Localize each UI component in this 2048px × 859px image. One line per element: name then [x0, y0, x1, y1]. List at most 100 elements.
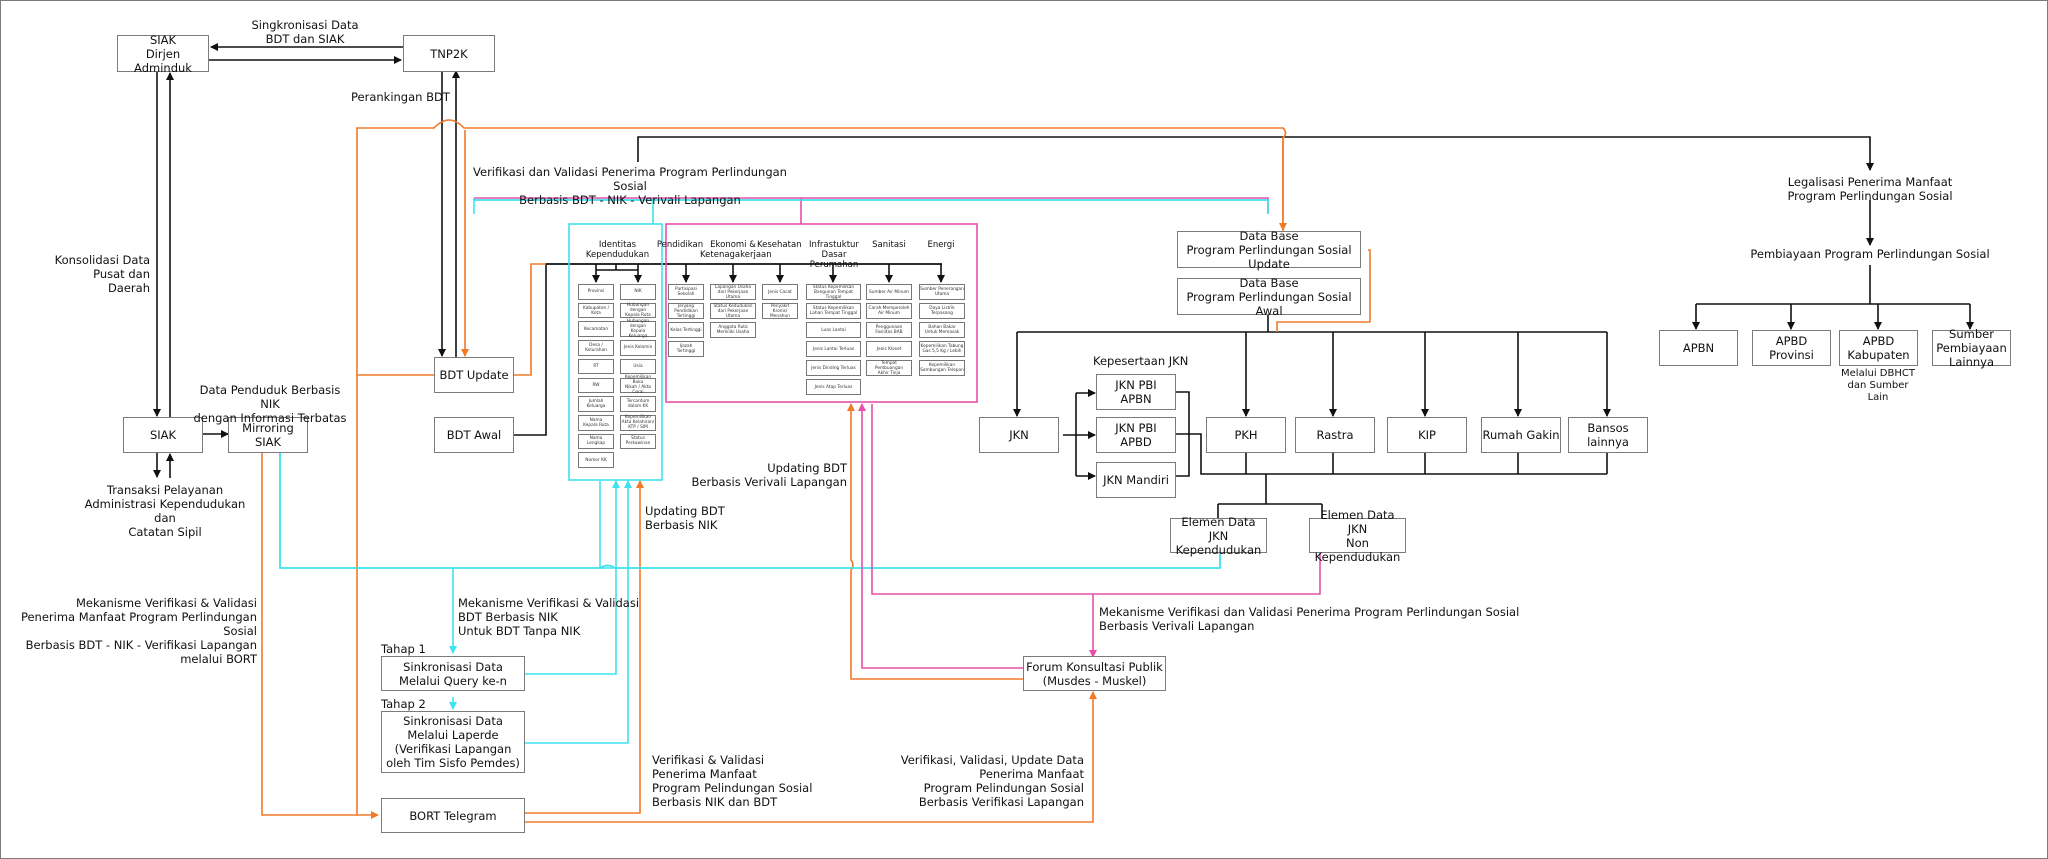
label-verval-nik-bdt: Verifikasi & Validasi Penerima Manfaat P… — [652, 753, 813, 809]
category-pendidikan: Pendidikan — [656, 240, 704, 250]
node-pkh[interactable]: PKH — [1206, 417, 1286, 453]
attribute-ekonomi: Anggota Ruta Memiliki Usaha — [710, 322, 756, 338]
node-jkn[interactable]: JKN — [979, 417, 1059, 453]
node-bdt-update[interactable]: BDT Update — [434, 357, 514, 393]
attribute-infrastruktur: Jenis Lantai Terluas — [806, 341, 861, 357]
node-tnp2k[interactable]: TNP2K — [403, 35, 495, 72]
label-updating-nik: Updating BDT Berbasis NIK — [645, 504, 725, 532]
attribute-identitas-a: RW — [578, 377, 614, 394]
attribute-infrastruktur: Status Kepemilikan Lahan Tempat Tinggal — [806, 303, 861, 319]
arrow-bort-to-forum — [524, 691, 1097, 823]
label-verval-update: Verifikasi, Validasi, Update Data Peneri… — [900, 753, 1084, 809]
node-apbn[interactable]: APBN — [1659, 330, 1738, 366]
line-to-elemen — [1217, 474, 1323, 518]
attribute-identitas-a: RT — [578, 358, 614, 375]
orange-loop-top — [356, 119, 1287, 375]
attribute-identitas-a: Provinsi — [578, 284, 614, 300]
arrow-sinkron1-to-identitas — [524, 480, 620, 675]
node-db-awal[interactable]: Data Base Program Perlindungan Sosial Aw… — [1177, 276, 1361, 318]
line-db-update-loop — [1276, 249, 1371, 332]
node-db-update[interactable]: Data Base Program Perlindungan Sosial Up… — [1177, 229, 1361, 271]
attribute-identitas-a: Nomor KK — [578, 452, 614, 468]
node-rumah-gakin[interactable]: Rumah Gakin — [1481, 417, 1561, 453]
attribute-energi: Bahan Bakar Untuk Memasak — [919, 322, 965, 338]
node-bdt-awal[interactable]: BDT Awal — [434, 417, 514, 453]
node-apbd-provinsi[interactable]: APBD Provinsi — [1752, 330, 1831, 366]
attribute-pendidikan: Kelas Tertinggi — [668, 322, 704, 338]
node-bansos-lainnya[interactable]: Bansos lainnya — [1568, 417, 1648, 453]
node-jkn-mandiri[interactable]: JKN Mandiri — [1096, 462, 1176, 498]
attribute-identitas-b: Hubungan dengan Kepala Keluarga — [620, 319, 656, 339]
attribute-identitas-b: Tercantum dalam KK — [620, 396, 656, 412]
attribute-infrastruktur: Luas Lantai — [806, 322, 861, 338]
arrow-forum-to-infra — [847, 403, 1028, 680]
attribute-identitas-a: Desa / Kelurahan — [578, 340, 614, 356]
attribute-identitas-b: NIK — [620, 284, 656, 300]
node-sinkronisasi-laperde[interactable]: Sinkronisasi Data Melalui Laperde (Verif… — [381, 711, 525, 773]
label-pembiayaan: Pembiayaan Program Perlindungan Sosial — [1750, 247, 1990, 261]
node-kip[interactable]: KIP — [1387, 417, 1467, 453]
attribute-infrastruktur: Jenis Dinding Terluas — [806, 360, 861, 376]
attribute-sanitasi: Tempat Pembuangan Akhir Tinja — [866, 360, 912, 376]
category-kesehatan: Kesehatan — [757, 240, 802, 250]
label-tahap-1: Tahap 1 — [381, 642, 426, 656]
line-bdt-update-to-bus — [513, 263, 546, 376]
arrow-mirroring-to-bort — [261, 453, 379, 819]
node-jkn-pbi-apbn[interactable]: JKN PBI APBN — [1096, 374, 1176, 410]
node-apbd-kabupaten[interactable]: APBD Kabupaten — [1839, 330, 1918, 366]
node-sumber-pembiayaan-lainnya[interactable]: Sumber Pembiayaan Lainnya — [1932, 327, 2011, 369]
node-elemen-non-kependudukan[interactable]: Elemen Data JKN Non Kependudukan — [1309, 508, 1406, 564]
label-konsolidasi: Konsolidasi Data Pusat dan Daerah — [54, 253, 150, 295]
attribute-sanitasi: Jenis Kloset — [866, 341, 912, 357]
label-mekanisme-bort: Mekanisme Verifikasi & Validasi Penerima… — [20, 596, 257, 666]
attribute-identitas-a: Nama Lengkap — [578, 433, 614, 450]
node-rastra[interactable]: Rastra — [1295, 417, 1375, 453]
attribute-kesehatan: Jenis Cacat — [762, 284, 798, 300]
attribute-sanitasi: Sumber Air Minum — [866, 284, 912, 300]
line-pembiayaan-bus — [1696, 265, 1970, 305]
attribute-pendidikan: Ijazah Tertinggi — [668, 341, 704, 357]
node-jkn-pbi-apbd[interactable]: JKN PBI APBD — [1096, 417, 1176, 453]
node-elemen-kependudukan[interactable]: Elemen Data JKN Kependudukan — [1170, 515, 1267, 557]
attribute-identitas-b: Usia — [620, 358, 656, 375]
line-verval-to-legalisasi — [637, 136, 1874, 171]
attribute-kesehatan: Penyakit Kronis/ Menahun — [762, 303, 798, 319]
category-energi: Energi — [927, 240, 955, 250]
label-legalisasi: Legalisasi Penerima Manfaat Program Perl… — [1787, 175, 1953, 203]
attribute-identitas-b: Jenis Kelamin — [620, 340, 656, 356]
attribute-identitas-a: Kecamatan — [578, 321, 614, 338]
label-updating-verivali: Updating BDT Berbasis Verivali Lapangan — [691, 461, 847, 489]
node-bort-telegram[interactable]: BORT Telegram — [381, 798, 525, 833]
node-mirroring-siak[interactable]: Mirroring SIAK — [228, 417, 308, 453]
category-ekonomi: Ekonomi & Ketenagakerjaan — [700, 240, 772, 260]
attribute-identitas-b: Kepemilikan Buku Nikah / Akta Cerai — [620, 375, 656, 395]
arrow-forum-to-pink-box — [858, 403, 1028, 669]
attribute-identitas-b: Kepemilikan Akta Kelahiran/ KTP / SIM — [620, 414, 656, 431]
line-program-stems — [1245, 453, 1608, 474]
label-mekanisme-nik: Mekanisme Verifikasi & Validasi BDT Berb… — [458, 596, 640, 638]
arrow-sinkron2-to-identitas — [524, 480, 632, 744]
attribute-ekonomi: Lapangan Usaha dari Pekerjaan Utama — [710, 284, 756, 300]
attribute-ekonomi: Status Kedudukan dari Pekerjaan Utama — [710, 303, 756, 319]
node-forum-konsultasi[interactable]: Forum Konsultasi Publik (Musdes - Muskel… — [1023, 656, 1166, 691]
attribute-energi: Sumber Penerangan Utama — [919, 284, 965, 300]
kategori-region — [665, 223, 978, 403]
line-pink-down — [871, 404, 1321, 595]
label-data-penduduk: Data Penduduk Berbasis NIK dengan Inform… — [193, 383, 347, 425]
node-siak-dirjen[interactable]: SIAK Dirjen Adminduk — [117, 33, 209, 75]
identitas-region — [568, 223, 663, 481]
attribute-pendidikan: Jenjang Pendidikan Tertinggi — [668, 303, 704, 319]
node-sinkronisasi-query[interactable]: Sinkronisasi Data Melalui Query ke-n — [381, 656, 525, 691]
label-sinkronisasi-bdt-siak: Singkronisasi Data BDT dan SIAK — [251, 18, 359, 46]
node-siak[interactable]: SIAK — [123, 417, 203, 453]
line-db-awal-down — [1017, 314, 1607, 333]
line-jkn-merge — [1176, 391, 1607, 477]
label-tahap-2: Tahap 2 — [381, 697, 426, 711]
label-verval-title: Verifikasi dan Validasi Penerima Program… — [473, 165, 787, 207]
category-sanitasi: Sanitasi — [872, 240, 906, 250]
attribute-energi: Daya Listrik Terpasang — [919, 303, 965, 319]
attribute-identitas-a: Kabupaten / Kota — [578, 302, 614, 319]
attribute-identitas-b: Status Perkawinan — [620, 433, 656, 450]
category-identitas: Identitas Kependudukan — [585, 240, 650, 260]
arrow-bort-to-identitas — [524, 480, 644, 814]
